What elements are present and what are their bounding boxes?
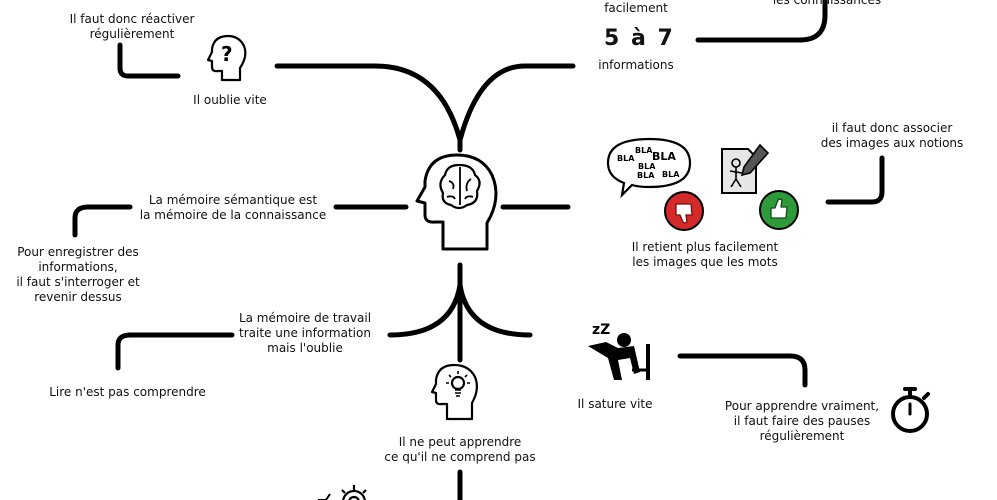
speech-bubble-icon: [606, 137, 692, 199]
connector-working: [387, 282, 463, 338]
bla-word-2: BLA: [635, 146, 653, 155]
saturates-label: Il sature vite: [577, 397, 653, 411]
pauses-label: Pour apprendre vraiment, il faut faire d…: [724, 399, 880, 443]
semantic-memory-label: La mémoire sémantique est la mémoire de …: [139, 193, 327, 222]
reactivate-label: Il faut donc réactiver régulièrement: [69, 12, 195, 41]
connector-associate: [825, 155, 885, 205]
connector-lines: [72, 0, 885, 500]
stopwatch-icon: [891, 387, 930, 433]
connector-knowledge-top: [695, 0, 828, 43]
connector-saturates: [457, 282, 533, 338]
easily-label: facilement: [604, 1, 668, 15]
five-to-seven-label: 5 à 7: [604, 26, 675, 51]
retains-images-label: Il retient plus facilement les images qu…: [631, 240, 779, 269]
drawing-document-icon: [721, 143, 770, 194]
sleep-letters: zZ: [592, 322, 610, 338]
connector-record: [72, 204, 133, 238]
thumb-down-icon: [664, 191, 704, 231]
connector-reactivate: [117, 42, 181, 79]
working-memory-label: La mémoire de travail traite une informa…: [238, 311, 372, 355]
lightbulb-head-icon: [430, 363, 479, 421]
associate-images-label: il faut donc associer des images aux not…: [820, 121, 964, 150]
connector-read: [115, 332, 235, 371]
gear-icon: [318, 485, 367, 500]
forgets-fast-label: Il oublie vite: [193, 93, 267, 107]
connector-top-left: [274, 63, 463, 143]
svg-text:?: ?: [221, 42, 233, 66]
connector-pauses: [677, 353, 808, 388]
informations-label: informations: [598, 58, 674, 72]
connector-top-right: [457, 63, 576, 143]
bla-word-5: BLA: [637, 171, 655, 180]
record-info-label: Pour enregistrer des informations, il fa…: [16, 245, 140, 304]
bla-word-4: BLA: [638, 162, 656, 171]
bla-word-6: BLA: [662, 170, 680, 179]
bla-word-3: BLA: [652, 150, 676, 163]
read-not-understand-label: Lire n'est pas comprendre: [49, 385, 206, 399]
knowledge-top-label: les connaissances: [772, 0, 882, 7]
sleeping-person-icon: zZ: [588, 322, 650, 380]
bla-word-1: BLA: [617, 154, 635, 163]
brain-head-icon: [415, 153, 498, 251]
question-head-icon: ?: [206, 34, 247, 82]
learn-understand-label: Il ne peut apprendre ce qu'il ne compren…: [384, 435, 536, 464]
thumb-up-icon: [759, 190, 799, 230]
